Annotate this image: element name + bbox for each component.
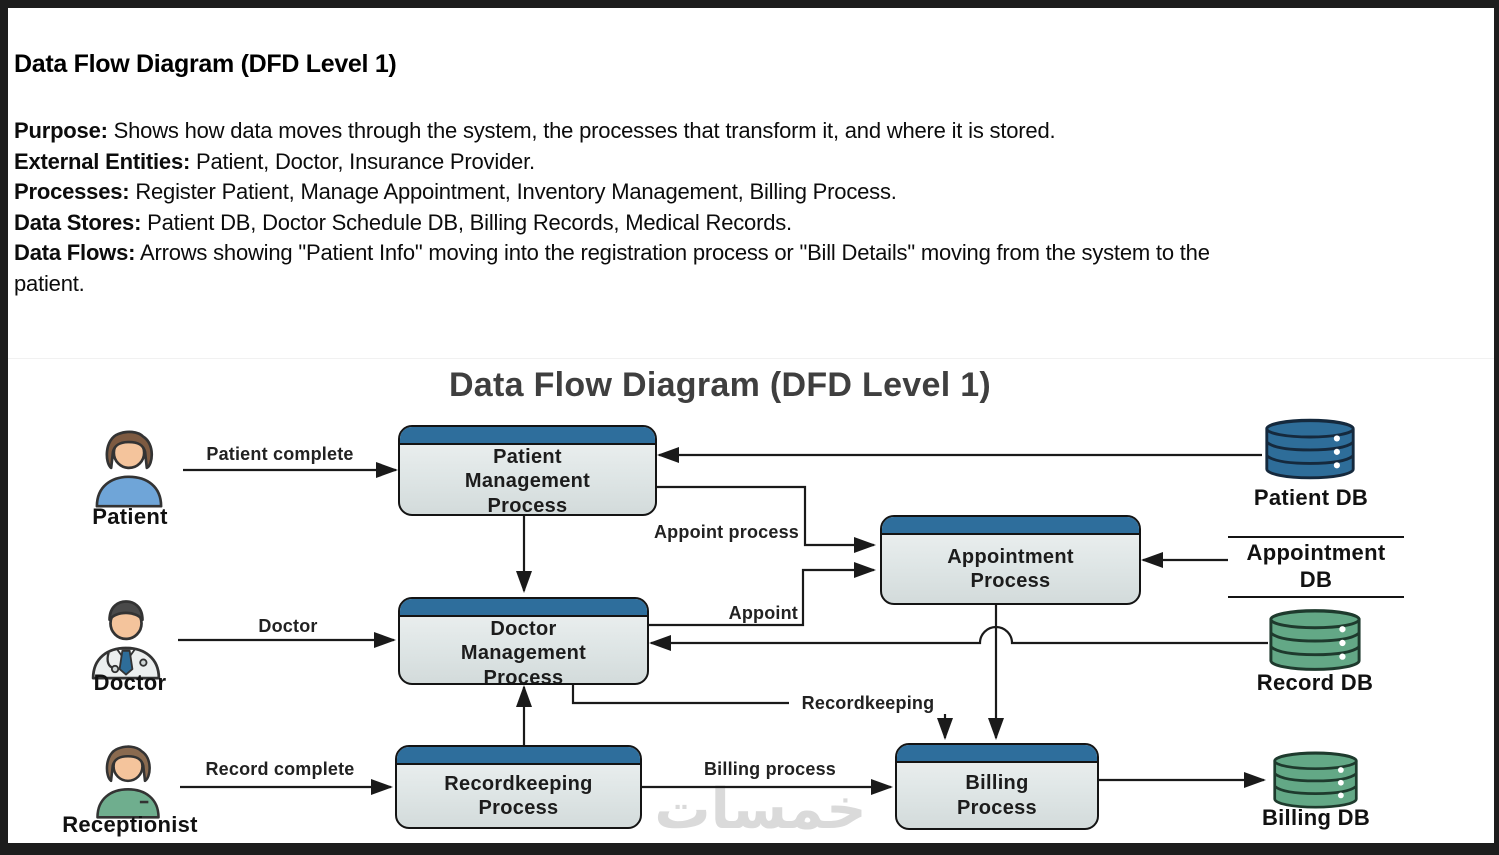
diagram-title: Data Flow Diagram (DFD Level 1): [448, 366, 992, 404]
connector-lines-layer: [178, 447, 1268, 795]
process-label: Recordkeeping Process: [444, 772, 593, 819]
document-description: Purpose: Shows how data moves through th…: [14, 116, 1284, 299]
section-divider: [8, 358, 1494, 359]
appointment-db-label: Appointment DB: [1246, 540, 1386, 592]
description-line-purpose: Purpose: Shows how data moves through th…: [14, 116, 1284, 147]
patient-entity-label: Patient: [92, 504, 168, 529]
person-doctor-icon: [91, 600, 161, 680]
person-woman-green-icon: [96, 745, 160, 819]
datastore-billing-db: [1268, 751, 1363, 814]
description-label: External Entities:: [14, 148, 191, 174]
process-label: Appointment Process: [947, 545, 1074, 592]
flow-line-appoint: [645, 562, 876, 627]
process-header-band: [400, 599, 647, 617]
process-patient-management: Patient Management Process: [398, 425, 657, 516]
flow-label-recordkeeping: Recordkeeping: [789, 693, 947, 714]
flow-line-recordkeeping-flow: [571, 681, 953, 740]
datastore-appointment-db: Appointment DB: [1228, 536, 1404, 598]
patient-db-label: Patient DB: [1253, 485, 1369, 510]
description-label: Purpose:: [14, 118, 108, 143]
process-appointment: Appointment Process: [880, 515, 1141, 605]
database-cylinder-icon: [1269, 609, 1361, 671]
process-header-band: [400, 427, 655, 445]
datastore-patient-db: [1262, 418, 1358, 485]
flow-label-appoint: Appoint: [728, 603, 798, 623]
datastore-record-db: [1266, 608, 1364, 677]
process-label: Patient Management Process: [464, 446, 591, 516]
process-label: Doctor Management Process: [460, 618, 587, 685]
document-title: Data Flow Diagram (DFD Level 1): [14, 50, 397, 78]
flow-label-appoint-process: Appoint process: [653, 522, 799, 542]
doctor-entity-label: Doctor: [93, 670, 167, 695]
process-doctor-management: Doctor Management Process: [398, 597, 649, 685]
description-text: Shows how data moves through the system,…: [107, 118, 1056, 143]
process-recordkeeping: Recordkeeping Process: [395, 745, 642, 829]
description-line-external-entities: External Entities: Patient, Doctor, Insu…: [14, 147, 1284, 178]
process-header-band: [882, 517, 1139, 535]
description-line-processes: Processes: Register Patient, Manage Appo…: [14, 177, 1284, 208]
description-label: Processes:: [14, 179, 130, 204]
process-label: Billing Process: [957, 772, 1037, 819]
flow-label-billing-process: Billing process: [703, 759, 837, 779]
description-label: Data Stores:: [14, 209, 142, 235]
receptionist-entity-label: Receptionist: [62, 812, 198, 837]
person-woman-icon: [95, 430, 163, 508]
flow-label-patient-complete: Patient complete: [206, 444, 354, 464]
flow-label-record-complete: Record complete: [205, 759, 355, 779]
record-db-label: Record DB: [1256, 670, 1374, 695]
description-text: Patient DB, Doctor Schedule DB, Billing …: [141, 209, 792, 235]
process-header-band: [897, 745, 1097, 763]
patient-entity-icon: [84, 426, 174, 508]
flow-label-doctor: Doctor: [258, 616, 318, 636]
description-line-data-flows: Data Flows: Arrows showing "Patient Info…: [14, 238, 1284, 299]
doctor-entity-icon: [78, 596, 174, 680]
description-line-data-stores: Data Stores: Patient DB, Doctor Schedule…: [14, 208, 1284, 239]
flow-line-recorddb-to-doctor-mgmt: [649, 625, 1268, 651]
description-label: Data Flows:: [14, 240, 136, 265]
billing-db-label: Billing DB: [1261, 805, 1371, 830]
receptionist-entity-icon: [82, 741, 174, 819]
page: Data Flow Diagram (DFD Level 1) Purpose:…: [8, 8, 1494, 843]
description-text: Arrows showing "Patient Info" moving int…: [14, 240, 1210, 296]
database-cylinder-icon: [1273, 751, 1358, 809]
flow-line-appoint-process: [653, 485, 876, 553]
database-cylinder-icon: [1265, 418, 1355, 480]
process-header-band: [397, 747, 640, 765]
description-text: Patient, Doctor, Insurance Provider.: [190, 148, 535, 174]
process-billing: Billing Process: [895, 743, 1099, 830]
description-text: Register Patient, Manage Appointment, In…: [129, 179, 897, 204]
